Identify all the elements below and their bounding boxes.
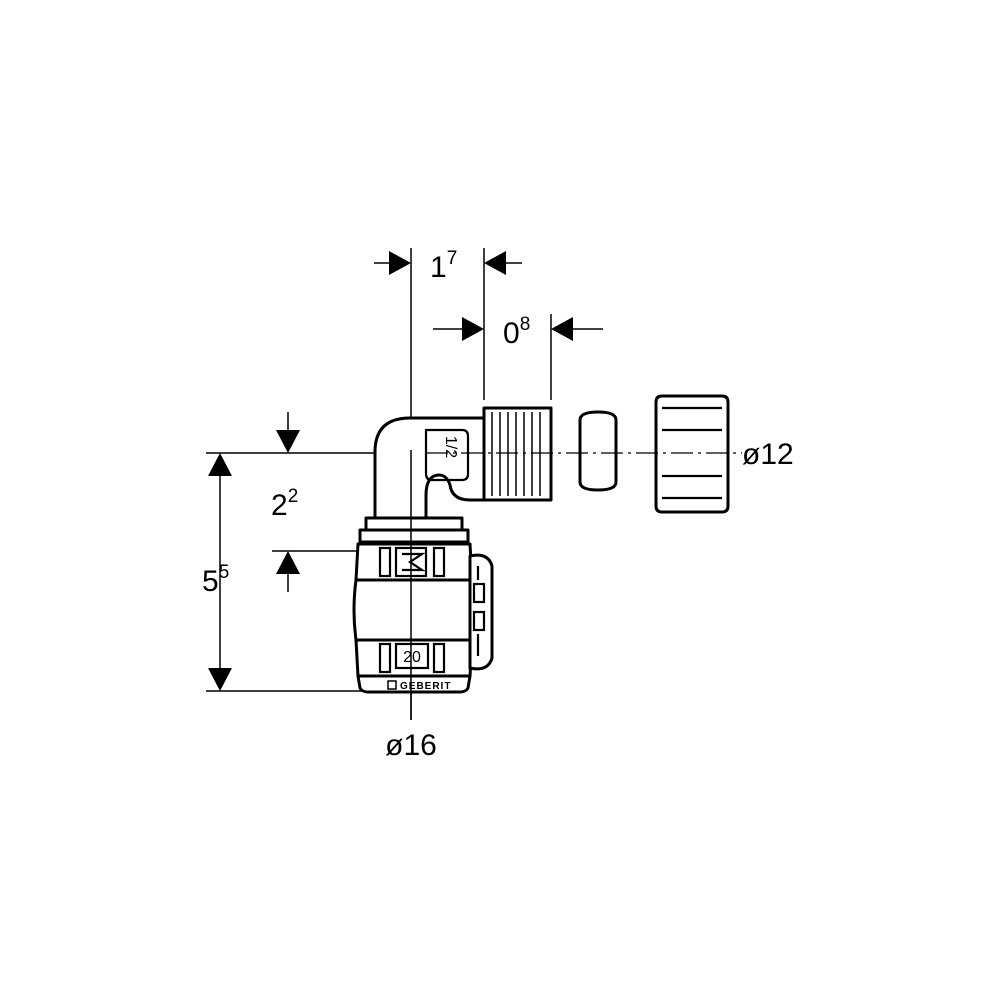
pushfit-coupling: 20 GEBERIT (352, 516, 494, 694)
thread-diameter-label: ø12 (742, 438, 794, 471)
dimension-height: 55 (202, 453, 372, 692)
thread-size-marking: 1/2 (442, 436, 459, 458)
threaded-spigot (482, 406, 553, 502)
dimension-top-width-label: 17 (430, 248, 457, 284)
union-nut (654, 394, 730, 514)
dimension-offset-label: 22 (271, 486, 298, 522)
brand-logo-icon (387, 680, 397, 690)
elbow-body: 1/2 (373, 416, 488, 522)
pipe-diameter-label: ø16 (385, 729, 437, 762)
dimension-thread-length-label: 08 (503, 314, 530, 350)
brand-marking: GEBERIT (400, 681, 451, 692)
dimension-height-label: 55 (202, 562, 229, 598)
pipe-size-marking: 20 (403, 649, 421, 666)
dimension-thread-length: 08 (433, 314, 603, 400)
compression-ring (578, 410, 618, 492)
